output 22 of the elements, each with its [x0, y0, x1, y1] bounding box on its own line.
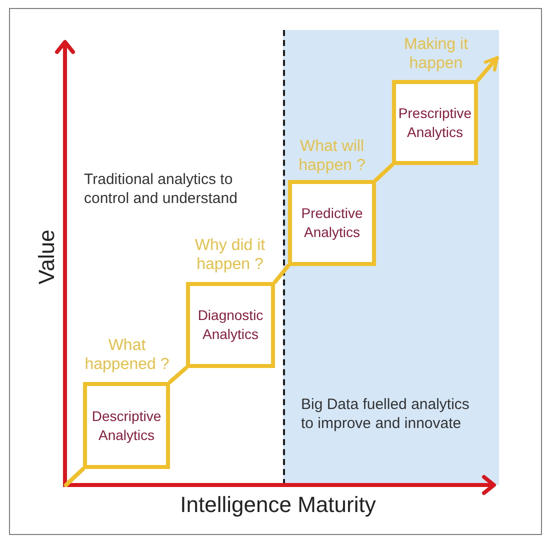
axis-label: Intelligence Maturity	[180, 492, 376, 518]
stage-box	[186, 282, 275, 368]
stage-label: Predictive Analytics	[300, 204, 364, 242]
highlight-band	[283, 30, 499, 485]
question-caption: What happened ?	[84, 336, 170, 374]
region-note: Traditional analytics to control and understand	[84, 170, 238, 208]
stage-label: Prescriptive Analytics	[397, 104, 473, 142]
region-note: Big Data fuelled analytics to improve and innovate	[301, 395, 470, 433]
arrow	[476, 56, 499, 82]
question-caption: Making it happen	[402, 35, 470, 73]
question-caption: Why did it happen ?	[194, 236, 266, 274]
connector-line	[64, 467, 85, 487]
connector-line	[168, 366, 188, 384]
stage-label: Descriptive Analytics	[90, 406, 162, 444]
axis-label: Value	[34, 230, 60, 284]
stage-box	[392, 80, 478, 165]
stage-box	[288, 180, 376, 266]
stage-label: Diagnostic Analytics	[196, 306, 264, 344]
connector-line	[374, 163, 394, 182]
question-caption: What will happen ?	[298, 137, 366, 175]
stage-box	[83, 382, 170, 469]
connector-line	[273, 264, 290, 284]
